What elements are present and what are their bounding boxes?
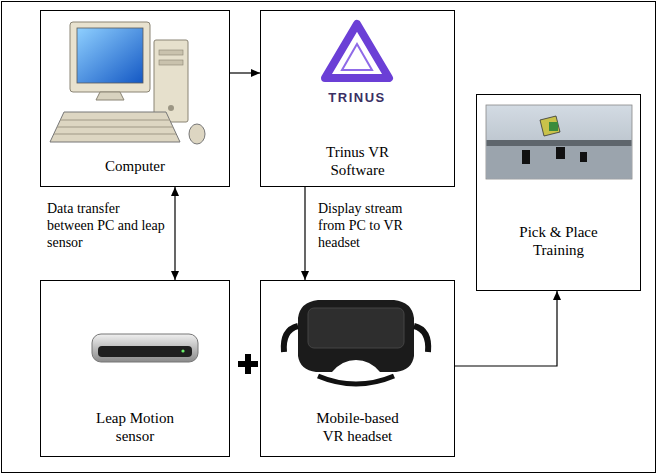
box-label: Mobile-based VR headset <box>308 409 408 447</box>
arrow-connector <box>174 187 175 280</box>
headset-box: Mobile-based VR headset <box>260 280 455 457</box>
sensor-box: Leap Motion sensor <box>40 280 230 457</box>
training-box: Pick & Place Training <box>476 94 641 291</box>
plus-symbol <box>238 354 258 374</box>
arrow-connector <box>304 187 305 280</box>
connector-label: Display stream from PC to VR headset <box>318 200 430 251</box>
trinus-logo <box>325 24 389 78</box>
pick-place-screenshot <box>486 105 632 179</box>
vr-headset-illustration <box>284 300 428 384</box>
connector-label: Data transfer between PC and leap sensor <box>47 200 169 251</box>
box-label: Leap Motion sensor <box>85 409 185 447</box>
box-label: Trinus VR Software <box>308 143 408 181</box>
arrow-connector <box>455 291 557 366</box>
computer-box: Computer <box>40 10 230 187</box>
logo-text: TRINUS <box>328 90 385 105</box>
box-label: Computer <box>105 157 165 176</box>
arrow-connector <box>230 72 260 73</box>
box-label: Pick & Place Training <box>509 223 609 261</box>
leap-sensor-illustration <box>92 334 198 362</box>
computer-illustration <box>50 22 205 144</box>
